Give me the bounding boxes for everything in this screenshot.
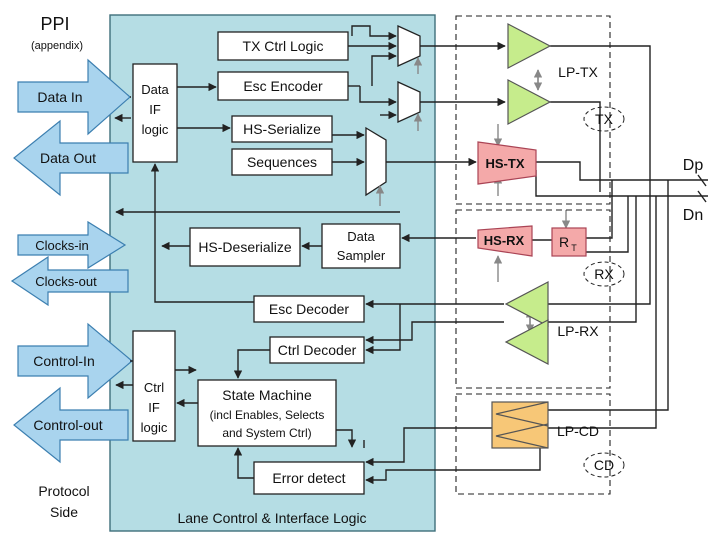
rx-ellipse	[583, 261, 625, 287]
lp-tx-label: LP-TX	[558, 64, 598, 80]
data-if-label-3: logic	[142, 122, 169, 137]
ctrl-if-logic-box	[132, 330, 176, 442]
esc-encoder-label: Esc Encoder	[243, 78, 323, 94]
lp-rx-receivers	[504, 281, 549, 365]
lp-mux-top	[397, 24, 421, 68]
hs-tx-label: HS-TX	[486, 156, 525, 171]
esc-decoder-label: Esc Decoder	[269, 301, 349, 317]
control-out-label: Control-out	[33, 417, 102, 433]
data-sampler-label-2: Sampler	[337, 248, 386, 263]
data-if-label-1: Data	[141, 82, 169, 97]
lane-control-title: Lane Control & Interface Logic	[177, 510, 366, 526]
data-out-label: Data Out	[40, 150, 96, 166]
phy-wiring	[365, 41, 680, 485]
rx-dashed-group	[455, 209, 611, 389]
clocks-in-label: Clocks-in	[35, 238, 88, 253]
hs-rx-receiver	[477, 225, 533, 257]
sequences-label: Sequences	[247, 154, 317, 170]
control-in-label: Control-In	[33, 353, 94, 369]
tx-ctrl-logic-box	[217, 31, 349, 61]
lp-rx-label: LP-RX	[557, 323, 599, 339]
control-out-arrow	[13, 386, 129, 464]
hs-serialize-box	[231, 115, 333, 143]
core-wiring	[114, 25, 400, 479]
data-sampler-label-1: Data	[347, 229, 375, 244]
rt-label: R	[559, 234, 569, 250]
cd-dashed-group	[455, 393, 611, 495]
clocks-out-label: Clocks-out	[35, 274, 97, 289]
esc-decoder-box	[253, 295, 365, 323]
state-machine-label-2: (incl Enables, Selects	[210, 408, 325, 422]
tx-label: TX	[595, 111, 614, 127]
tx-ellipse	[583, 106, 625, 132]
data-in-arrow	[17, 58, 131, 136]
cd-ellipse	[583, 452, 625, 478]
ctrl-if-label-1: Ctrl	[144, 380, 164, 395]
ctrl-if-label-2: IF	[148, 400, 160, 415]
hs-serialize-label: HS-Serialize	[243, 121, 321, 137]
hs-mux	[365, 126, 387, 197]
protocol-side-label-2: Side	[50, 504, 78, 520]
sequences-box	[231, 148, 333, 176]
ctrl-if-label-3: logic	[141, 420, 168, 435]
data-out-arrow	[13, 119, 129, 197]
lp-tx-drivers	[507, 23, 552, 125]
ctrl-decoder-label: Ctrl Decoder	[278, 342, 357, 358]
lp-cd-detector	[491, 401, 549, 449]
data-sampler-box	[321, 223, 401, 269]
ctrl-decoder-box	[269, 336, 365, 364]
lp-mux-bottom	[397, 80, 421, 124]
hs-rx-label: HS-RX	[484, 233, 525, 248]
clocks-out-arrow	[10, 255, 129, 307]
protocol-side-label-1: Protocol	[38, 483, 89, 499]
state-machine-label-1: State Machine	[222, 387, 312, 403]
tx-ctrl-logic-label: TX Ctrl Logic	[243, 38, 324, 54]
error-detect-box	[253, 461, 365, 495]
ppi-title: PPI	[40, 14, 69, 34]
hs-deserialize-label: HS-Deserialize	[198, 239, 292, 255]
dp-label: Dp	[683, 157, 704, 174]
rt-resistor	[551, 227, 587, 257]
esc-encoder-box	[217, 71, 349, 101]
ppi-subtitle: (appendix)	[31, 40, 83, 52]
hs-tx-driver	[477, 141, 537, 185]
line-terminals	[680, 174, 708, 203]
state-machine-label-3: and System Ctrl)	[222, 426, 311, 440]
control-in-arrow	[17, 322, 133, 400]
rt-subscript: T	[571, 243, 577, 253]
hs-deserialize-box	[189, 227, 301, 267]
data-in-label: Data In	[37, 89, 82, 105]
state-machine-box	[197, 379, 337, 447]
cd-label: CD	[594, 457, 614, 473]
data-if-logic-box	[132, 63, 178, 163]
error-detect-label: Error detect	[272, 470, 345, 486]
lp-cd-label: LP-CD	[557, 423, 599, 439]
dn-label: Dn	[683, 207, 703, 224]
clocks-in-arrow	[17, 220, 127, 270]
data-if-label-2: IF	[149, 102, 161, 117]
rx-label: RX	[594, 266, 614, 282]
tx-dashed-group	[455, 15, 611, 205]
